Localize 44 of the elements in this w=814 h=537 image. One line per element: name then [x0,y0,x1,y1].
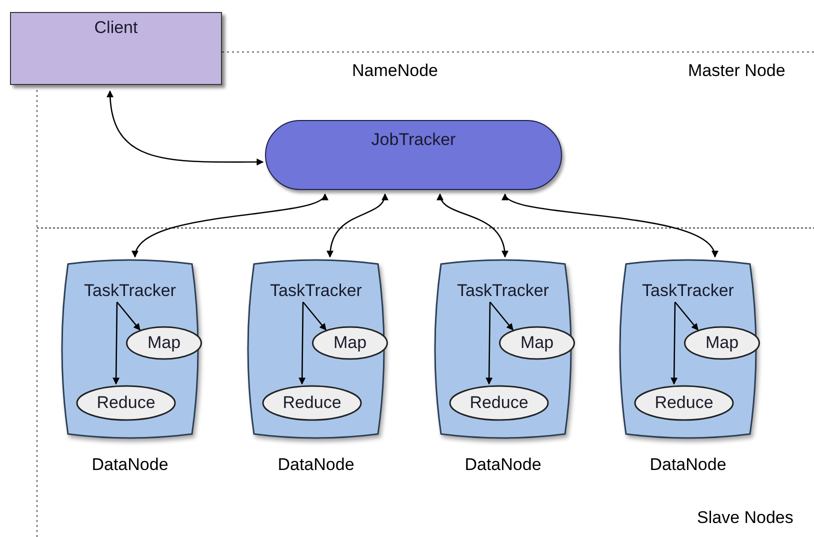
region-label: Slave Nodes [697,507,794,529]
task-ellipse [126,326,202,360]
task-ellipse [684,326,760,360]
arrow [504,193,716,258]
tracker-pill [265,120,562,190]
arrow [670,302,678,385]
region-label: Master Node [688,60,786,82]
task-ellipse [449,385,549,421]
node-text: Map [333,332,367,354]
arrow [674,302,698,331]
node-caption: DataNode [464,454,542,476]
node-text: Reduce [96,392,156,414]
arrow [106,90,264,166]
node-text: TaskTracker [642,280,734,302]
node-text: TaskTracker [457,280,549,302]
task-ellipse [76,385,176,421]
node-text: Client [94,17,138,39]
arrow [327,193,388,258]
arrow [112,302,120,385]
task-ellipse [499,326,575,360]
arrow [486,302,493,385]
task-ellipse [634,385,734,421]
arrow [298,302,306,385]
node-text: TaskTracker [270,280,362,302]
arrow [116,302,140,331]
node-text: Map [705,332,739,354]
arrow [438,193,508,258]
node-text: Reduce [654,392,714,414]
client-box [10,12,222,85]
task-ellipse [262,385,362,421]
node-text: Reduce [282,392,342,414]
node-caption: DataNode [90,454,170,476]
node-text: Map [520,332,554,354]
node-text: Map [147,332,181,354]
arrow [490,302,514,331]
task-ellipse [312,326,388,360]
arrow [134,193,326,258]
node-text: TaskTracker [84,280,176,302]
arrow [302,302,326,331]
node-caption: DataNode [648,454,728,476]
node-text: Reduce [470,392,528,414]
node-text: JobTracker [371,129,456,151]
node-caption: DataNode [276,454,356,476]
region-label: NameNode [352,60,438,82]
